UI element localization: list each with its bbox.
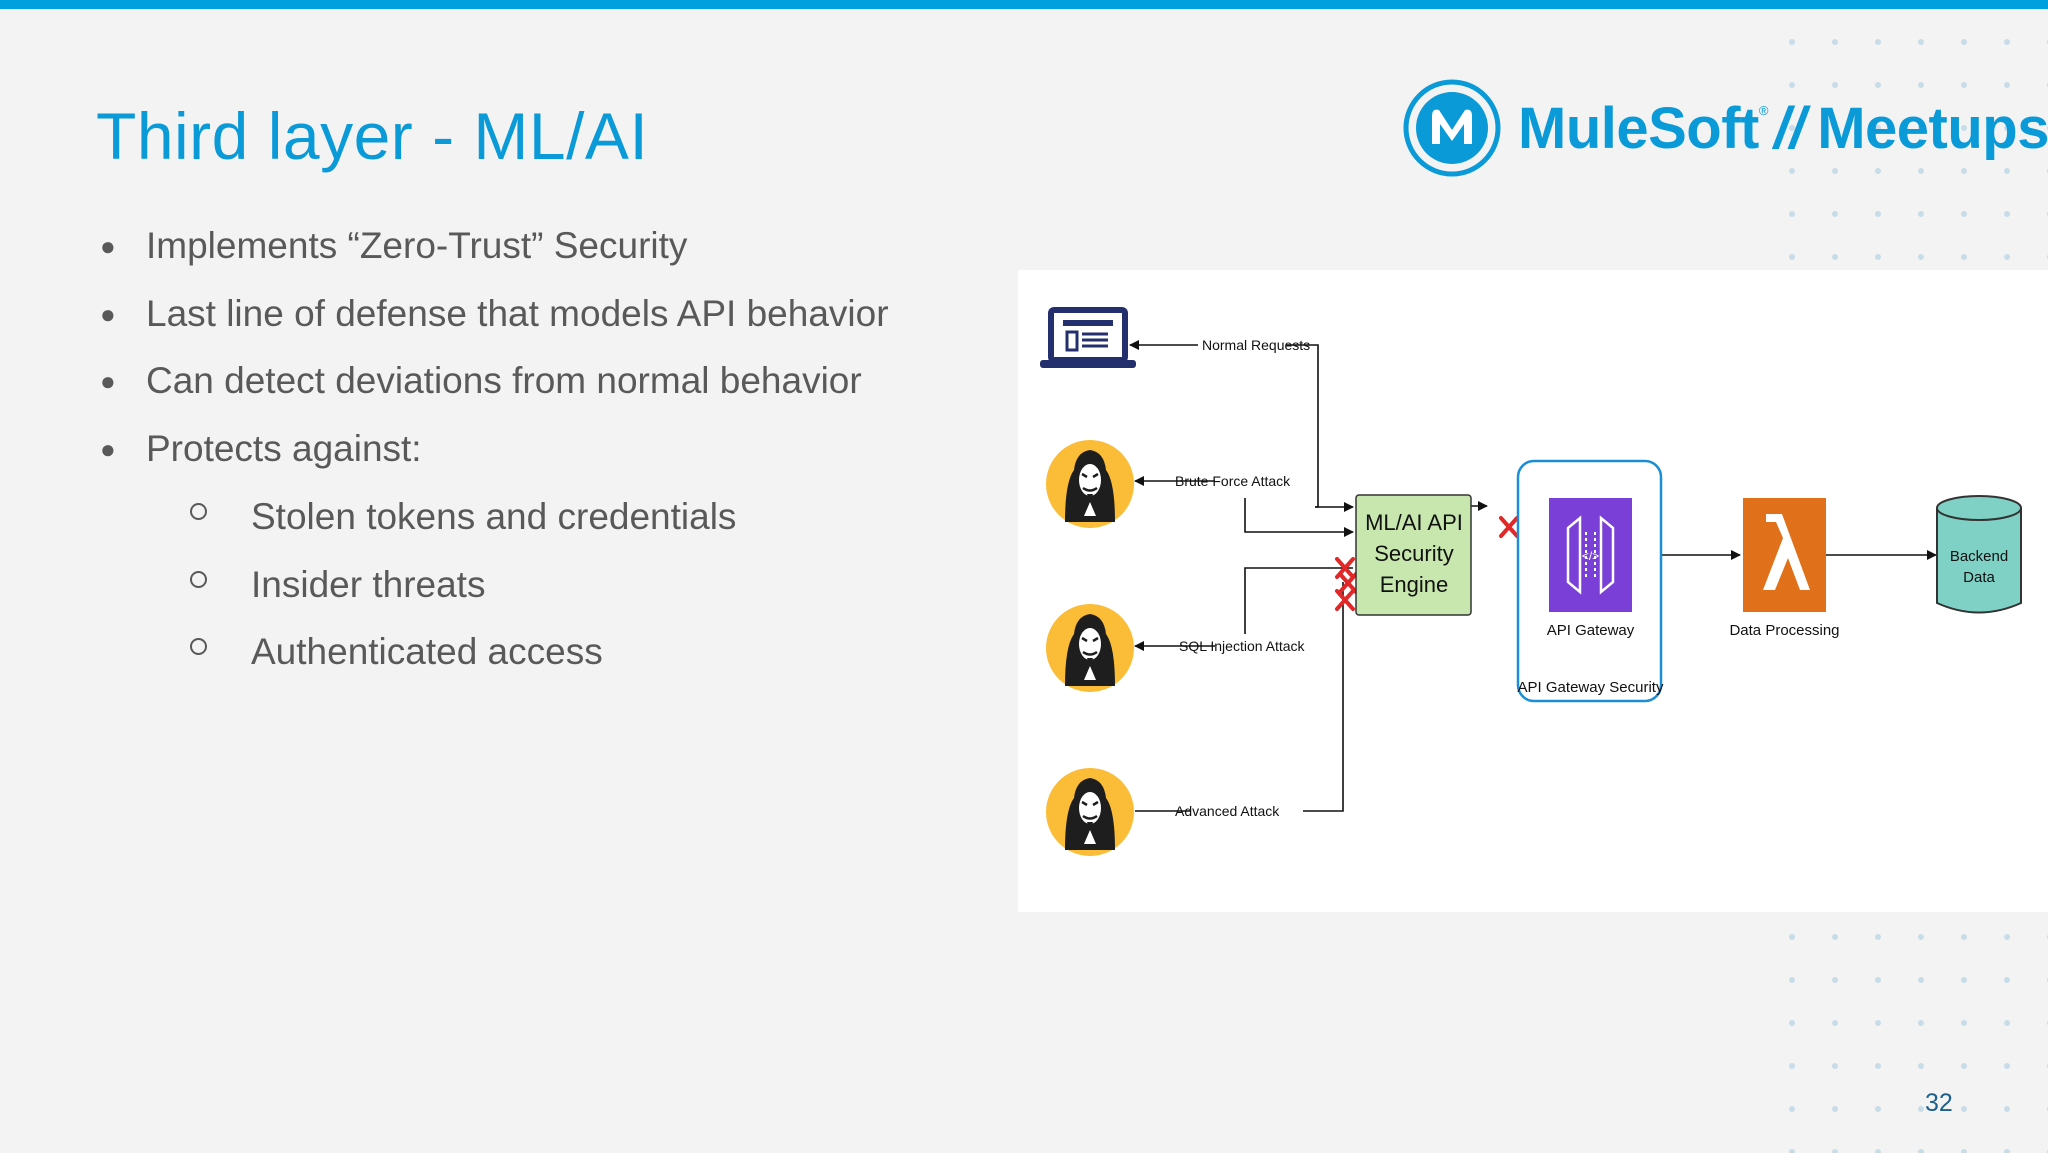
laptop-icon	[1040, 307, 1136, 368]
engine-line-2: Security	[1374, 541, 1453, 566]
bullet-item: ● Last line of defense that models API be…	[96, 288, 889, 356]
decorative-dot-grid	[1770, 925, 2048, 1153]
api-gateway-label: API Gateway	[1547, 622, 1635, 639]
engine-line-1: ML/AI API	[1365, 510, 1463, 535]
brute-force-label: Brute Force Attack	[1175, 473, 1291, 489]
bullet-dot-icon: ●	[100, 366, 116, 396]
logo-product: Meetups	[1817, 95, 2048, 161]
backend-line-2: Data	[1963, 569, 1995, 586]
ml-ai-security-engine: ML/AI API Security Engine	[1355, 494, 1472, 616]
bullet-text: Last line of defense that models API beh…	[146, 292, 889, 334]
sub-bullet-item: Authenticated access	[188, 626, 736, 694]
connector-labels: Normal Requests Brute Force Attack SQL I…	[1175, 337, 1310, 819]
mulesoft-m-icon	[1403, 79, 1501, 177]
logo-separator: //	[1773, 95, 1806, 161]
sub-bullet-item: Stolen tokens and credentials	[188, 491, 736, 559]
hacker-icon	[1044, 438, 1136, 530]
bullet-text: Protects against:	[146, 427, 422, 469]
sub-bullet-text: Authenticated access	[251, 631, 603, 672]
mulesoft-meetups-logo: MuleSoft ® // Meetups	[1402, 78, 2048, 178]
page-number: 32	[1925, 1089, 1953, 1117]
decorative-dot-grid	[1770, 30, 2048, 270]
data-processing-label: Data Processing	[1729, 622, 1839, 639]
hollow-circle-icon	[190, 503, 207, 520]
sub-bullet-text: Stolen tokens and credentials	[251, 496, 737, 537]
architecture-diagram: Normal Requests Brute Force Attack SQL I…	[1018, 270, 2048, 912]
connector-lines	[1129, 340, 1937, 812]
api-gateway-icon	[1549, 498, 1632, 612]
bullet-list: ● Implements “Zero-Trust” Security ● Last …	[96, 220, 889, 490]
api-gateway-security-box: </> API Gateway API Gateway Security	[1516, 459, 1664, 703]
api-gateway-security-label: API Gateway Security	[1518, 679, 1664, 696]
sub-bullet-text: Insider threats	[251, 563, 486, 605]
logo-registered: ®	[1758, 102, 1769, 118]
sql-injection-label: SQL Injection Attack	[1179, 638, 1306, 654]
bullet-item: ● Protects against:	[96, 423, 889, 491]
hollow-circle-icon	[190, 638, 207, 655]
slide-title: Third layer - ML/AI	[96, 99, 649, 173]
bullet-text: Implements “Zero-Trust” Security	[146, 225, 688, 266]
svg-text:</>: </>	[1582, 549, 1599, 563]
hollow-circle-icon	[190, 570, 207, 588]
bullet-dot-icon: ●	[100, 231, 116, 261]
backend-line-1: Backend	[1950, 548, 2008, 565]
advanced-attack-label: Advanced Attack	[1175, 803, 1280, 819]
engine-line-3: Engine	[1380, 572, 1449, 597]
bullet-item: ● Can detect deviations from normal behav…	[96, 355, 889, 423]
sub-bullet-list: Stolen tokens and credentials Insider th…	[188, 491, 736, 694]
logo-brand: MuleSoft	[1518, 95, 1759, 161]
hacker-icon	[1044, 602, 1136, 694]
top-accent-bar	[0, 0, 2048, 9]
bullet-dot-icon: ●	[100, 433, 116, 464]
bullet-text: Can detect deviations from normal behavi…	[146, 360, 862, 401]
sub-bullet-item: Insider threats	[188, 559, 736, 627]
logo-wordmark: MuleSoft ® // Meetups	[1518, 95, 2048, 162]
hacker-icon	[1044, 766, 1136, 858]
normal-requests-label: Normal Requests	[1202, 337, 1310, 353]
database-icon: Backend Data	[1936, 495, 2022, 614]
lambda-icon	[1743, 498, 1826, 612]
bullet-dot-icon: ●	[100, 298, 116, 329]
bullet-item: ● Implements “Zero-Trust” Security	[96, 220, 889, 288]
